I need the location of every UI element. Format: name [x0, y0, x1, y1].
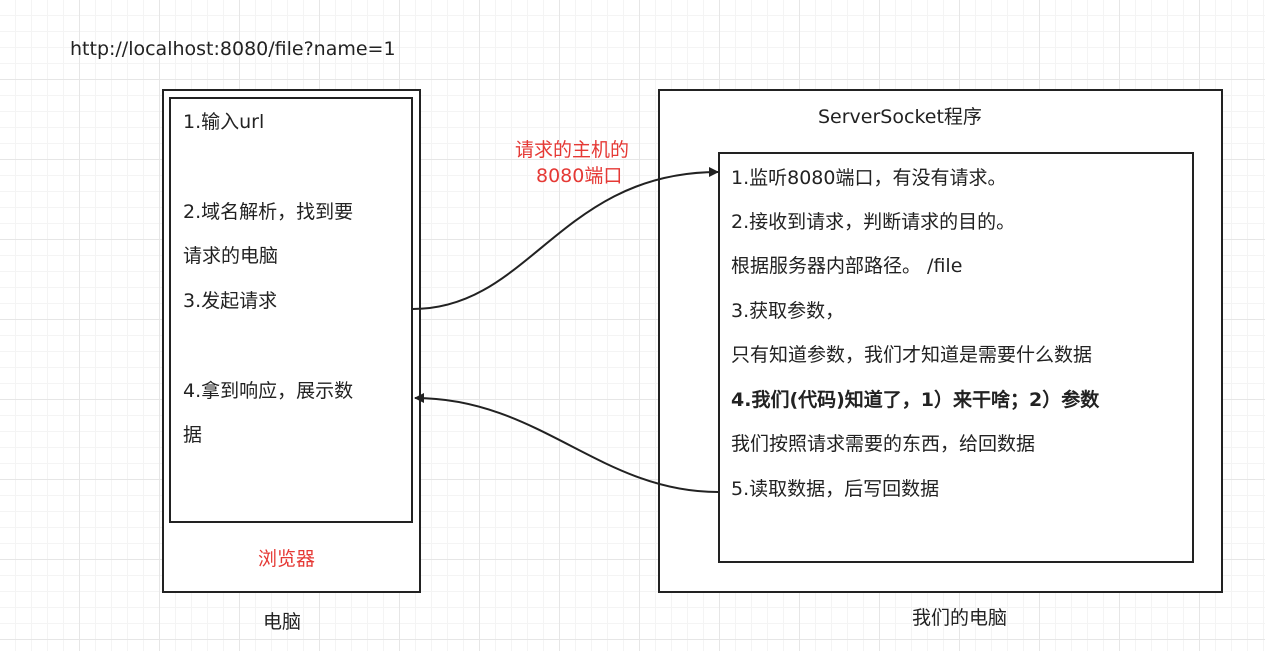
client-step-4-cont: 据 [183, 424, 203, 446]
browser-label: 浏览器 [258, 548, 316, 570]
arrow-label-line1: 请求的主机的 [515, 139, 630, 161]
server-step-2: 2.接收到请求，判断请求的目的。 [731, 211, 1016, 233]
client-step-2: 2.域名解析，找到要 [183, 201, 354, 223]
server-step-2-cont: 根据服务器内部路径。 /file [731, 255, 963, 277]
client-step-4: 4.拿到响应，展示数 [183, 380, 354, 402]
arrow-label-line2: 8080端口 [536, 165, 623, 187]
response-arrow [414, 393, 719, 493]
server-step-4-cont: 我们按照请求需要的东西，给回数据 [731, 433, 1036, 455]
server-step-4: 4.我们(代码)知道了，1）来干啥；2）参数 [731, 389, 1100, 411]
url-text: http://localhost:8080/file?name=1 [70, 38, 396, 60]
server-step-3: 3.获取参数， [731, 300, 845, 322]
request-arrow [412, 167, 719, 310]
client-step-2-cont: 请求的电脑 [183, 245, 279, 267]
client-step-3: 3.发起请求 [183, 290, 278, 312]
server-step-5: 5.读取数据，后写回数据 [731, 478, 940, 500]
server-computer-label: 我们的电脑 [912, 607, 1008, 629]
browser-box [169, 97, 413, 523]
client-computer-label: 电脑 [263, 611, 302, 633]
server-step-1: 1.监听8080端口，有没有请求。 [731, 167, 1007, 189]
client-step-1: 1.输入url [183, 111, 265, 133]
server-program-title: ServerSocket程序 [818, 106, 982, 128]
server-step-3-cont: 只有知道参数，我们才知道是需要什么数据 [731, 344, 1093, 366]
server-socket-box [718, 152, 1194, 563]
